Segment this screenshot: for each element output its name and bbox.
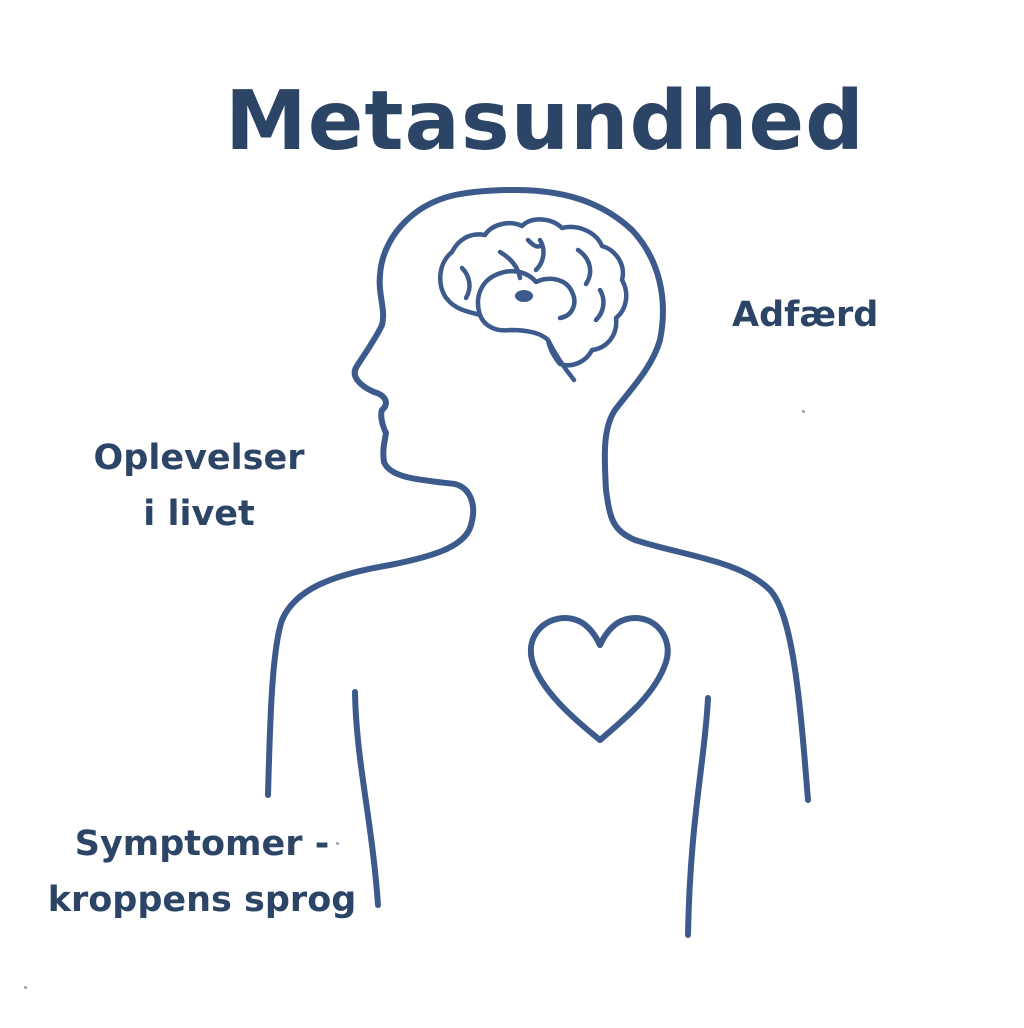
label-experiences-line-2: i livet	[143, 494, 255, 534]
page-title: Metasundhed	[225, 74, 865, 169]
label-symptoms-line-2: kroppens sprog	[47, 880, 357, 920]
brain-icon	[438, 217, 629, 383]
label-symptoms: Symptomer - kroppens sprog	[44, 816, 360, 928]
right-arm-inner-line	[685, 695, 711, 938]
label-experiences-line-1: Oplevelser	[93, 438, 305, 478]
label-behavior-text: Adfærd	[732, 295, 879, 335]
body-outline	[265, 187, 811, 803]
label-symptoms-line-1: Symptomer -	[74, 824, 330, 864]
label-behavior: Adfærd	[732, 287, 878, 343]
speck	[24, 986, 27, 989]
speck	[336, 842, 339, 845]
label-experiences: Oplevelser i livet	[86, 430, 312, 542]
left-arm-inner-line	[352, 689, 381, 908]
heart-icon	[527, 615, 671, 743]
speck	[802, 410, 805, 413]
